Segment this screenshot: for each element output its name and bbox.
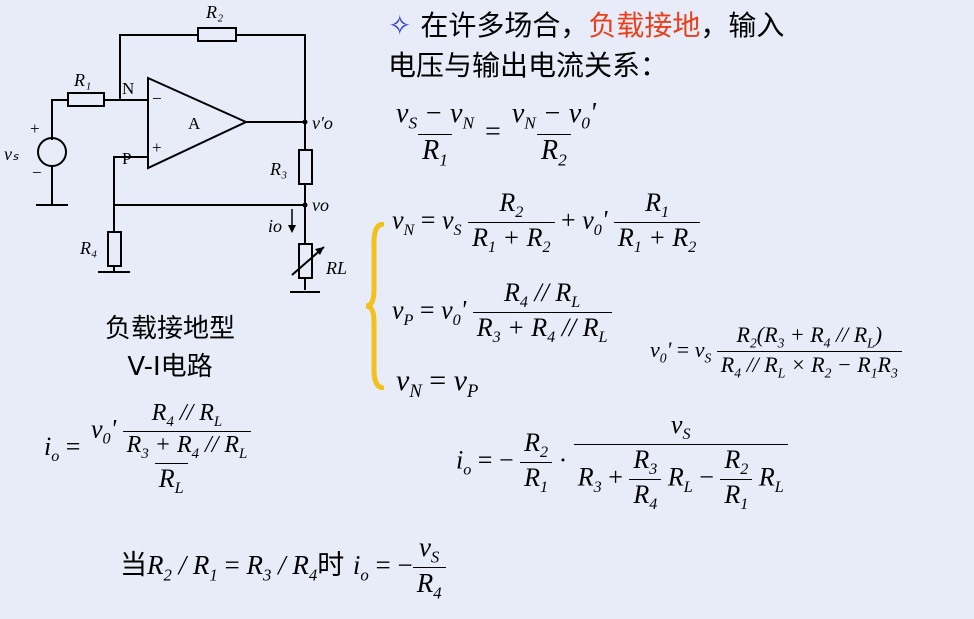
label-vs-plus: + — [30, 119, 40, 138]
opamp-triangle — [147, 76, 249, 170]
caption-line1: 负载接地型 — [104, 314, 235, 344]
label-vo-prime: v′o — [312, 113, 333, 133]
label-plus-input: + — [152, 138, 162, 157]
bullet-icon: ✧ — [388, 9, 412, 42]
circuit-caption: 负载接地型 V-I电路 — [70, 310, 270, 386]
equation-v0-prime: v0' = vS R2(R3 + R4 // RL)R4 // RL × R2 … — [650, 322, 902, 382]
r4-resistor — [107, 231, 122, 267]
brace-icon — [365, 222, 385, 390]
label-a: A — [188, 114, 201, 133]
label-vs: vₛ — [4, 144, 19, 164]
label-io: io — [268, 216, 282, 236]
label-r3: R₃ — [269, 159, 287, 179]
label-n: N — [122, 79, 134, 98]
label-vo: vo — [312, 195, 329, 215]
label-p: P — [122, 149, 131, 168]
intro-highlight: 负载接地 — [588, 9, 701, 42]
rl-resistor — [298, 243, 313, 279]
intro-after: ，输入 — [700, 9, 785, 42]
r2-resistor — [197, 27, 237, 42]
label-r2: R₂ — [205, 2, 223, 22]
circuit-diagram: R₂ R₁ R₃ R₄ RL vₛ v′o vo io N P A − + + … — [4, 2, 347, 293]
label-rl: RL — [325, 258, 347, 278]
caption-line2: V-I电路 — [127, 352, 213, 382]
label-r4: R₄ — [79, 238, 97, 258]
source-circle — [37, 137, 67, 167]
label-minus-input: − — [152, 89, 162, 108]
intro-before: 在许多场合， — [420, 9, 589, 42]
label-r1: R₁ — [73, 70, 91, 90]
equation-vn-eq-vp: vN = vP — [396, 364, 479, 402]
intro-line2: 电压与输出电流关系： — [388, 49, 669, 82]
r1-resistor — [67, 92, 105, 107]
r3-resistor — [298, 149, 313, 185]
intro-text: ✧ 在许多场合，负载接地，输入 电压与输出电流关系： — [388, 6, 784, 86]
label-vs-minus: − — [32, 163, 42, 182]
